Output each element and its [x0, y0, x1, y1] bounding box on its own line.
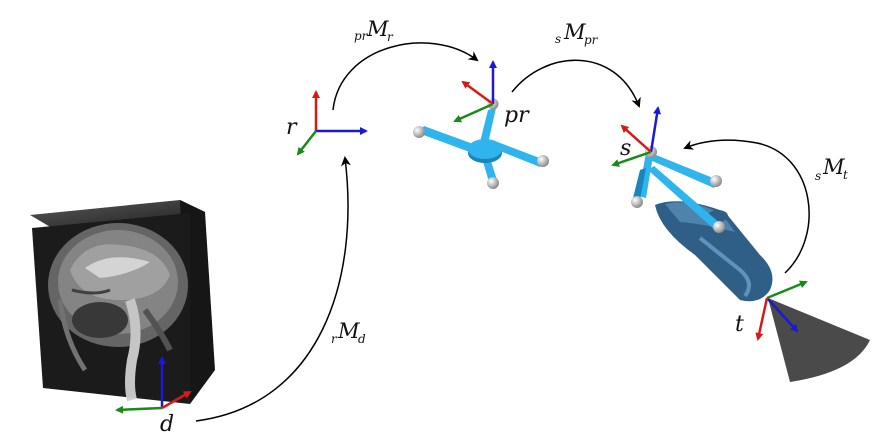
- svg-text:s: s: [815, 169, 821, 183]
- svg-text:M: M: [563, 20, 586, 44]
- brain-slice-image: [48, 223, 188, 402]
- probe-tracker: [631, 146, 725, 233]
- label-frame-r: r: [286, 115, 298, 140]
- label-frame-pr: pr: [504, 103, 530, 128]
- svg-text:r: r: [331, 332, 338, 346]
- arrow-pr-to-s: [511, 59, 641, 108]
- svg-text:d: d: [358, 332, 366, 346]
- svg-text:M: M: [822, 155, 845, 179]
- marker-sphere: [710, 175, 722, 187]
- frame-s-axes: [611, 106, 662, 167]
- arrow-t-to-s: [683, 139, 810, 274]
- label-pr-M-r: pr M r: [354, 17, 394, 44]
- svg-text:r: r: [387, 30, 394, 44]
- frame-pr-axes: [453, 60, 497, 123]
- label-frame-s: s: [620, 136, 631, 161]
- marker-sphere: [413, 126, 425, 138]
- marker-sphere: [487, 177, 499, 189]
- arrow-d-to-r: [195, 156, 351, 422]
- svg-text:t: t: [843, 168, 848, 182]
- label-s-M-t: s M t: [815, 155, 848, 183]
- svg-text:pr: pr: [584, 33, 599, 47]
- ultrasound-probe: [655, 201, 773, 302]
- svg-text:M: M: [366, 17, 389, 41]
- frame-d-axes: [115, 356, 192, 414]
- label-frame-d: d: [160, 412, 174, 437]
- mri-top-face: [30, 200, 205, 228]
- marker-sphere: [713, 221, 725, 233]
- label-frame-t: t: [735, 312, 744, 337]
- svg-text:M: M: [337, 319, 360, 343]
- marker-sphere: [631, 196, 643, 208]
- reference-tracker: [413, 98, 549, 189]
- label-s-M-pr: s M pr: [555, 20, 599, 47]
- svg-text:pr: pr: [354, 29, 369, 43]
- marker-sphere: [537, 155, 549, 167]
- ultrasound-fan: [768, 298, 870, 382]
- transform-arrows: [195, 42, 810, 422]
- frame-t-axes: [755, 280, 808, 341]
- label-r-M-d: r M d: [331, 319, 366, 346]
- frame-r-axes: [296, 90, 368, 156]
- arrow-r-to-pr: [332, 42, 479, 111]
- mri-volume: [30, 200, 215, 404]
- svg-text:s: s: [555, 32, 561, 46]
